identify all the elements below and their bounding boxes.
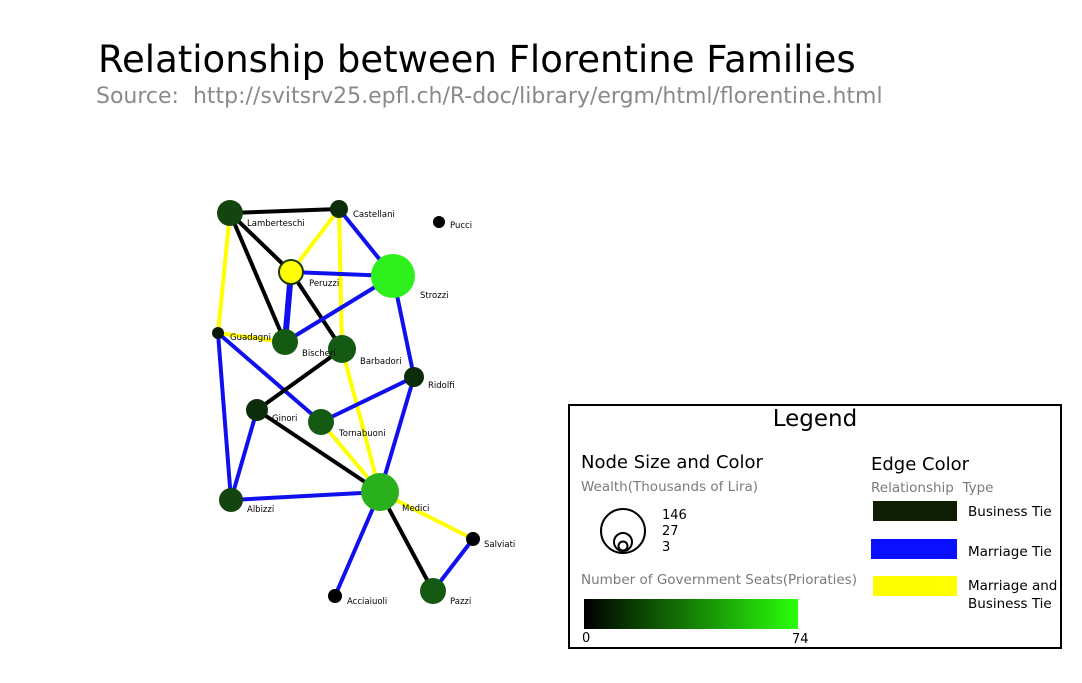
node-label-pazzi: Pazzi [450,597,471,607]
node-ridolfi[interactable] [404,367,424,387]
seats-label: Number of Government Seats(Prioraties) [581,572,857,588]
business-tie-label: Business Tie [968,504,1052,520]
node-peruzzi[interactable] [278,259,304,285]
edge-albizzi-medici [230,490,381,502]
edge-lamberteschi-bischeri [228,212,287,343]
edge-guadagni-tornabuoni [216,331,323,424]
business-tie-swatch [873,501,957,521]
edge-lamberteschi-guadagni [216,212,232,334]
node-label-peruzzi: Peruzzi [309,279,339,289]
edge-ginori-albizzi [229,409,259,501]
edge-castellani-peruzzi [289,207,341,274]
edge-peruzzi-barbadori [289,270,344,351]
edge-castellani-barbadori [337,208,344,350]
node-tornabuoni[interactable] [308,409,334,435]
node-label-salviati: Salviati [484,540,515,550]
node-bischeri[interactable] [272,329,298,355]
node-label-ginori: Ginori [272,414,297,424]
node-label-lamberteschi: Lamberteschi [247,219,305,229]
wealth-size-circles [600,508,646,554]
marriage-business-tie-label: Marriage and Business Tie [968,578,1058,612]
node-guadagni[interactable] [212,327,224,339]
node-label-acciaiuoli: Acciaiuoli [347,597,387,607]
edge-color-heading: Edge Color [871,454,970,475]
node-medici[interactable] [361,473,399,511]
node-label-pucci: Pucci [450,221,472,231]
node-label-tornabuoni: Tornabuoni [338,429,386,439]
wealth-value-large: 146 [662,508,687,523]
node-label-bischeri: Bischeri [302,349,336,359]
page-title: Relationship between Florentine Families [98,38,856,81]
seats-max: 74 [792,632,809,647]
node-pucci[interactable] [433,216,445,228]
node-label-strozzi: Strozzi [420,291,449,301]
node-albizzi[interactable] [219,488,243,512]
wealth-value-medium: 27 [662,524,679,539]
edge-guadagni-albizzi [216,332,233,501]
edge-ridolfi-tornabuoni [320,375,415,424]
source-line: Source: http://svitsrv25.epfl.ch/R-doc/li… [96,84,883,109]
node-label-castellani: Castellani [353,210,395,220]
edge-barbadori-medici [340,348,382,493]
marriage-tie-label: Marriage Tie [968,544,1052,560]
edge-barbadori-ginori [255,347,344,412]
seats-min: 0 [582,631,591,646]
node-label-albizzi: Albizzi [247,505,274,515]
wealth-label: Wealth(Thousands of Lira) [581,479,759,495]
wealth-value-small: 3 [662,540,671,555]
node-size-color-heading: Node Size and Color [581,452,763,473]
seats-gradient-bar [584,599,798,629]
edge-lamberteschi-peruzzi [228,211,293,274]
edge-layer [216,207,475,597]
wealth-circle-small [617,540,629,552]
node-pazzi[interactable] [420,578,446,604]
node-salviati[interactable] [466,532,480,546]
source-label: Source: [96,84,179,109]
node-label-barbadori: Barbadori [360,357,402,367]
node-castellani[interactable] [330,200,348,218]
node-lamberteschi[interactable] [217,200,243,226]
edge-ginori-medici [255,408,382,494]
node-barbadori[interactable] [328,335,356,363]
relationship-type-label: Relationship Type [871,480,994,496]
edge-ridolfi-medici [378,376,416,493]
edge-lamberteschi-castellani [229,207,340,215]
source-url[interactable]: http://svitsrv25.epfl.ch/R-doc/library/e… [192,84,883,109]
legend-title: Legend [772,406,858,432]
label-layer: Lamberteschi CastellaniPucciPeruzziStrozz… [230,210,515,607]
marriage-business-tie-swatch [873,576,957,596]
node-acciaiuoli[interactable] [328,589,342,603]
node-label-medici: Medici [402,504,429,514]
marriage-tie-swatch [871,539,957,559]
node-ginori[interactable] [246,399,268,421]
wealth-circle-large [600,508,646,554]
legend-box: Legend Node Size and Color Wealth(Thousa… [568,404,1062,649]
node-layer [212,200,480,604]
node-label-ridolfi: Ridolfi [428,381,455,391]
node-strozzi[interactable] [371,254,415,298]
node-label-guadagni: Guadagni [230,333,271,343]
